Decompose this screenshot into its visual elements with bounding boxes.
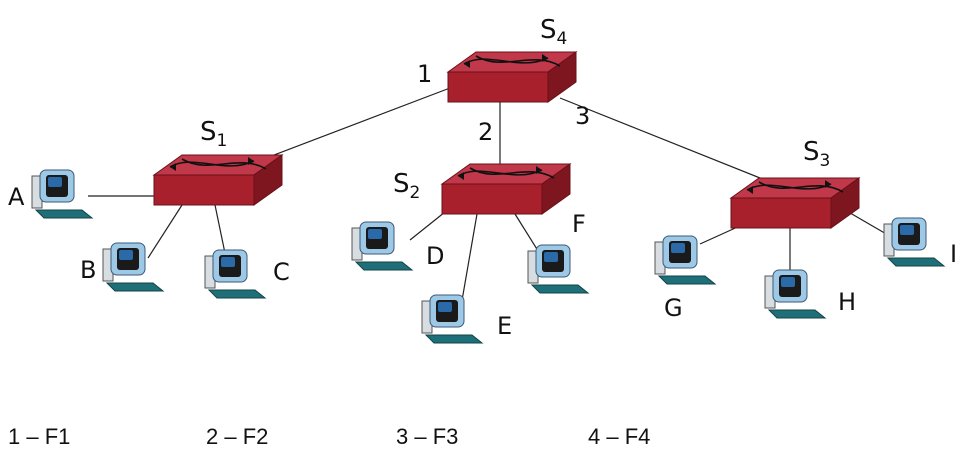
- host-i-computer-icon: [883, 217, 945, 267]
- switch-s2: [441, 163, 571, 215]
- switch-label-s1: S1: [200, 117, 227, 151]
- host-label-b: B: [80, 256, 96, 284]
- switch-label-s2: S2: [393, 169, 420, 203]
- host-b-computer-icon: [102, 242, 164, 292]
- switch-s1: [153, 154, 283, 206]
- host-e-computer-icon: [421, 294, 483, 344]
- port-label-2: 2: [478, 118, 493, 146]
- link-s2-d: [409, 211, 446, 241]
- legend-item-1: 1 – F1: [8, 424, 71, 449]
- legend-item-3: 3 – F3: [396, 424, 459, 449]
- host-c-computer-icon: [204, 249, 266, 299]
- switch-s4: [447, 51, 577, 103]
- legend-item-2: 2 – F2: [206, 424, 269, 449]
- host-label-e: E: [497, 312, 512, 340]
- switch-label-s4: S4: [540, 15, 567, 49]
- host-label-a: A: [8, 183, 25, 211]
- host-h-computer-icon: [764, 269, 826, 319]
- host-g-computer-icon: [654, 235, 716, 285]
- host-label-c: C: [273, 258, 290, 286]
- link-s2-e: [459, 213, 478, 313]
- host-label-f: F: [572, 210, 586, 238]
- link-s1-b: [147, 204, 183, 259]
- link-s4-s3: [559, 97, 771, 183]
- link-s1-c: [214, 204, 227, 259]
- host-label-i: I: [950, 240, 957, 268]
- port-label-3: 3: [575, 102, 590, 130]
- port-label-1: 1: [417, 60, 432, 88]
- switch-s3: [730, 177, 860, 229]
- host-f-computer-icon: [527, 244, 589, 294]
- legend-item-4: 4 – F4: [588, 424, 651, 449]
- host-d-computer-icon: [351, 221, 413, 271]
- link-s3-i: [844, 209, 889, 236]
- host-label-d: D: [426, 242, 444, 270]
- switch-label-s3: S3: [803, 137, 830, 171]
- host-label-h: H: [838, 288, 856, 316]
- host-a-computer-icon: [31, 169, 93, 219]
- host-label-g: G: [664, 294, 683, 322]
